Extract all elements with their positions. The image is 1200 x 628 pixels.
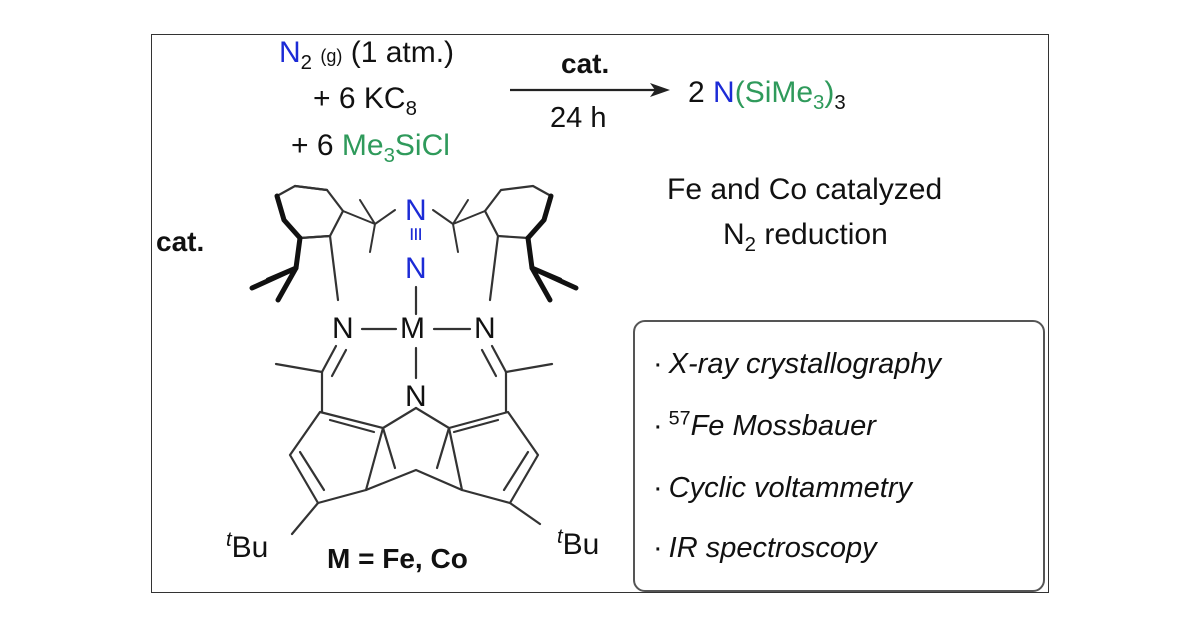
bullet: ·	[653, 410, 663, 442]
bullet: ·	[653, 472, 663, 504]
metal-definition: M = Fe, Co	[327, 543, 468, 574]
reagent-kc8: + 6 KC8	[313, 82, 417, 120]
caption-n-sub: 2	[744, 234, 757, 256]
technique-mossbauer: ·57Fe Mossbauer	[653, 407, 876, 443]
dinitrogen-triple-bond: ≡	[402, 226, 430, 242]
reactant-n2: N2 (g) (1 atm.)	[279, 36, 455, 74]
technique-mossbauer-text: Fe Mossbauer	[690, 410, 876, 442]
reagent-me3sicl-subscript: 3	[383, 145, 395, 167]
caption-reduction: reduction	[756, 218, 888, 251]
atom-dinitrogen-bottom: N	[405, 252, 427, 285]
technique-cv-text: Cyclic voltammetry	[668, 472, 912, 504]
reactant-n2-subscript: 2	[300, 52, 313, 74]
atom-n-left: N	[332, 312, 354, 345]
product-sime-open: (SiMe	[734, 76, 814, 109]
product: 2 N(SiMe3)3	[688, 76, 846, 114]
tbu-right-sup: t	[557, 526, 563, 548]
reagent-me3sicl-si: SiCl	[394, 129, 450, 162]
mossbauer-isotope: 57	[668, 407, 691, 430]
catalyst-label: cat.	[156, 226, 205, 257]
atom-dinitrogen-top: N	[405, 194, 427, 227]
reaction-arrow	[510, 83, 670, 97]
arrow-label-catalyst: cat.	[561, 48, 610, 79]
reactant-pressure: (1 atm.)	[350, 36, 455, 69]
technique-cv: ·Cyclic voltammetry	[653, 472, 912, 505]
atom-n-center: N	[405, 380, 427, 413]
reagent-kc8-subscript: 8	[405, 98, 417, 120]
product-sub-3: 3	[813, 92, 825, 114]
atom-metal: M	[400, 312, 425, 345]
tbu-right-text: Bu	[562, 528, 600, 561]
technique-xray: ·X-ray crystallography	[653, 348, 941, 381]
bullet: ·	[653, 532, 663, 564]
reactant-phase: (g)	[320, 46, 343, 66]
product-close: )	[824, 76, 835, 109]
reactant-n2-symbol: N	[279, 36, 301, 69]
arrow-label-time: 24 h	[550, 102, 607, 134]
product-n: N	[713, 76, 735, 109]
reagent-me3sicl-prefix: + 6	[291, 129, 342, 162]
caption-n: N	[723, 218, 745, 251]
tbu-right: tBu	[557, 527, 600, 561]
bullet: ·	[653, 348, 663, 380]
technique-ir: ·IR spectroscopy	[653, 532, 877, 565]
tbu-left: tBu	[226, 530, 269, 564]
product-sub-3b: 3	[834, 92, 846, 114]
reagent-me3sicl: + 6 Me3SiCl	[291, 129, 450, 167]
caption-line2: N2 reduction	[723, 218, 888, 256]
product-coefficient: 2	[688, 76, 714, 109]
technique-ir-text: IR spectroscopy	[668, 532, 877, 564]
reagent-kc8-text: + 6 KC	[313, 82, 406, 115]
techniques-box: ·X-ray crystallography ·57Fe Mossbauer ·…	[633, 320, 1045, 592]
tbu-left-sup: t	[226, 529, 232, 551]
caption-line1: Fe and Co catalyzed	[667, 173, 943, 206]
tbu-left-text: Bu	[231, 531, 269, 564]
reagent-me3sicl-me: Me	[341, 129, 384, 162]
atom-n-right: N	[474, 312, 496, 345]
technique-xray-text: X-ray crystallography	[668, 348, 942, 380]
